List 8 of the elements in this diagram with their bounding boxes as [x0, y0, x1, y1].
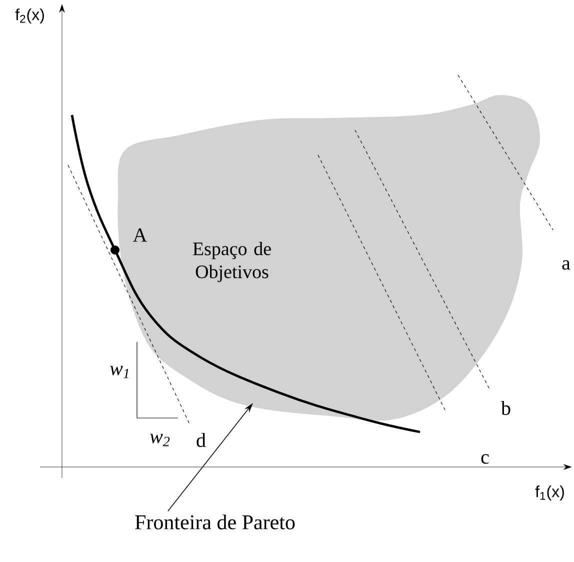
annotation-text: Fronteira de Pareto	[135, 514, 295, 530]
line-label: c	[481, 454, 489, 464]
line-label: a	[562, 260, 570, 270]
point-label: A	[132, 228, 148, 242]
axis-label: f$_{1}$(x)	[535, 486, 564, 500]
line-label: b	[501, 400, 510, 416]
line-label: d	[196, 432, 206, 448]
axis-label: f$_{2}$(x)	[15, 8, 44, 24]
